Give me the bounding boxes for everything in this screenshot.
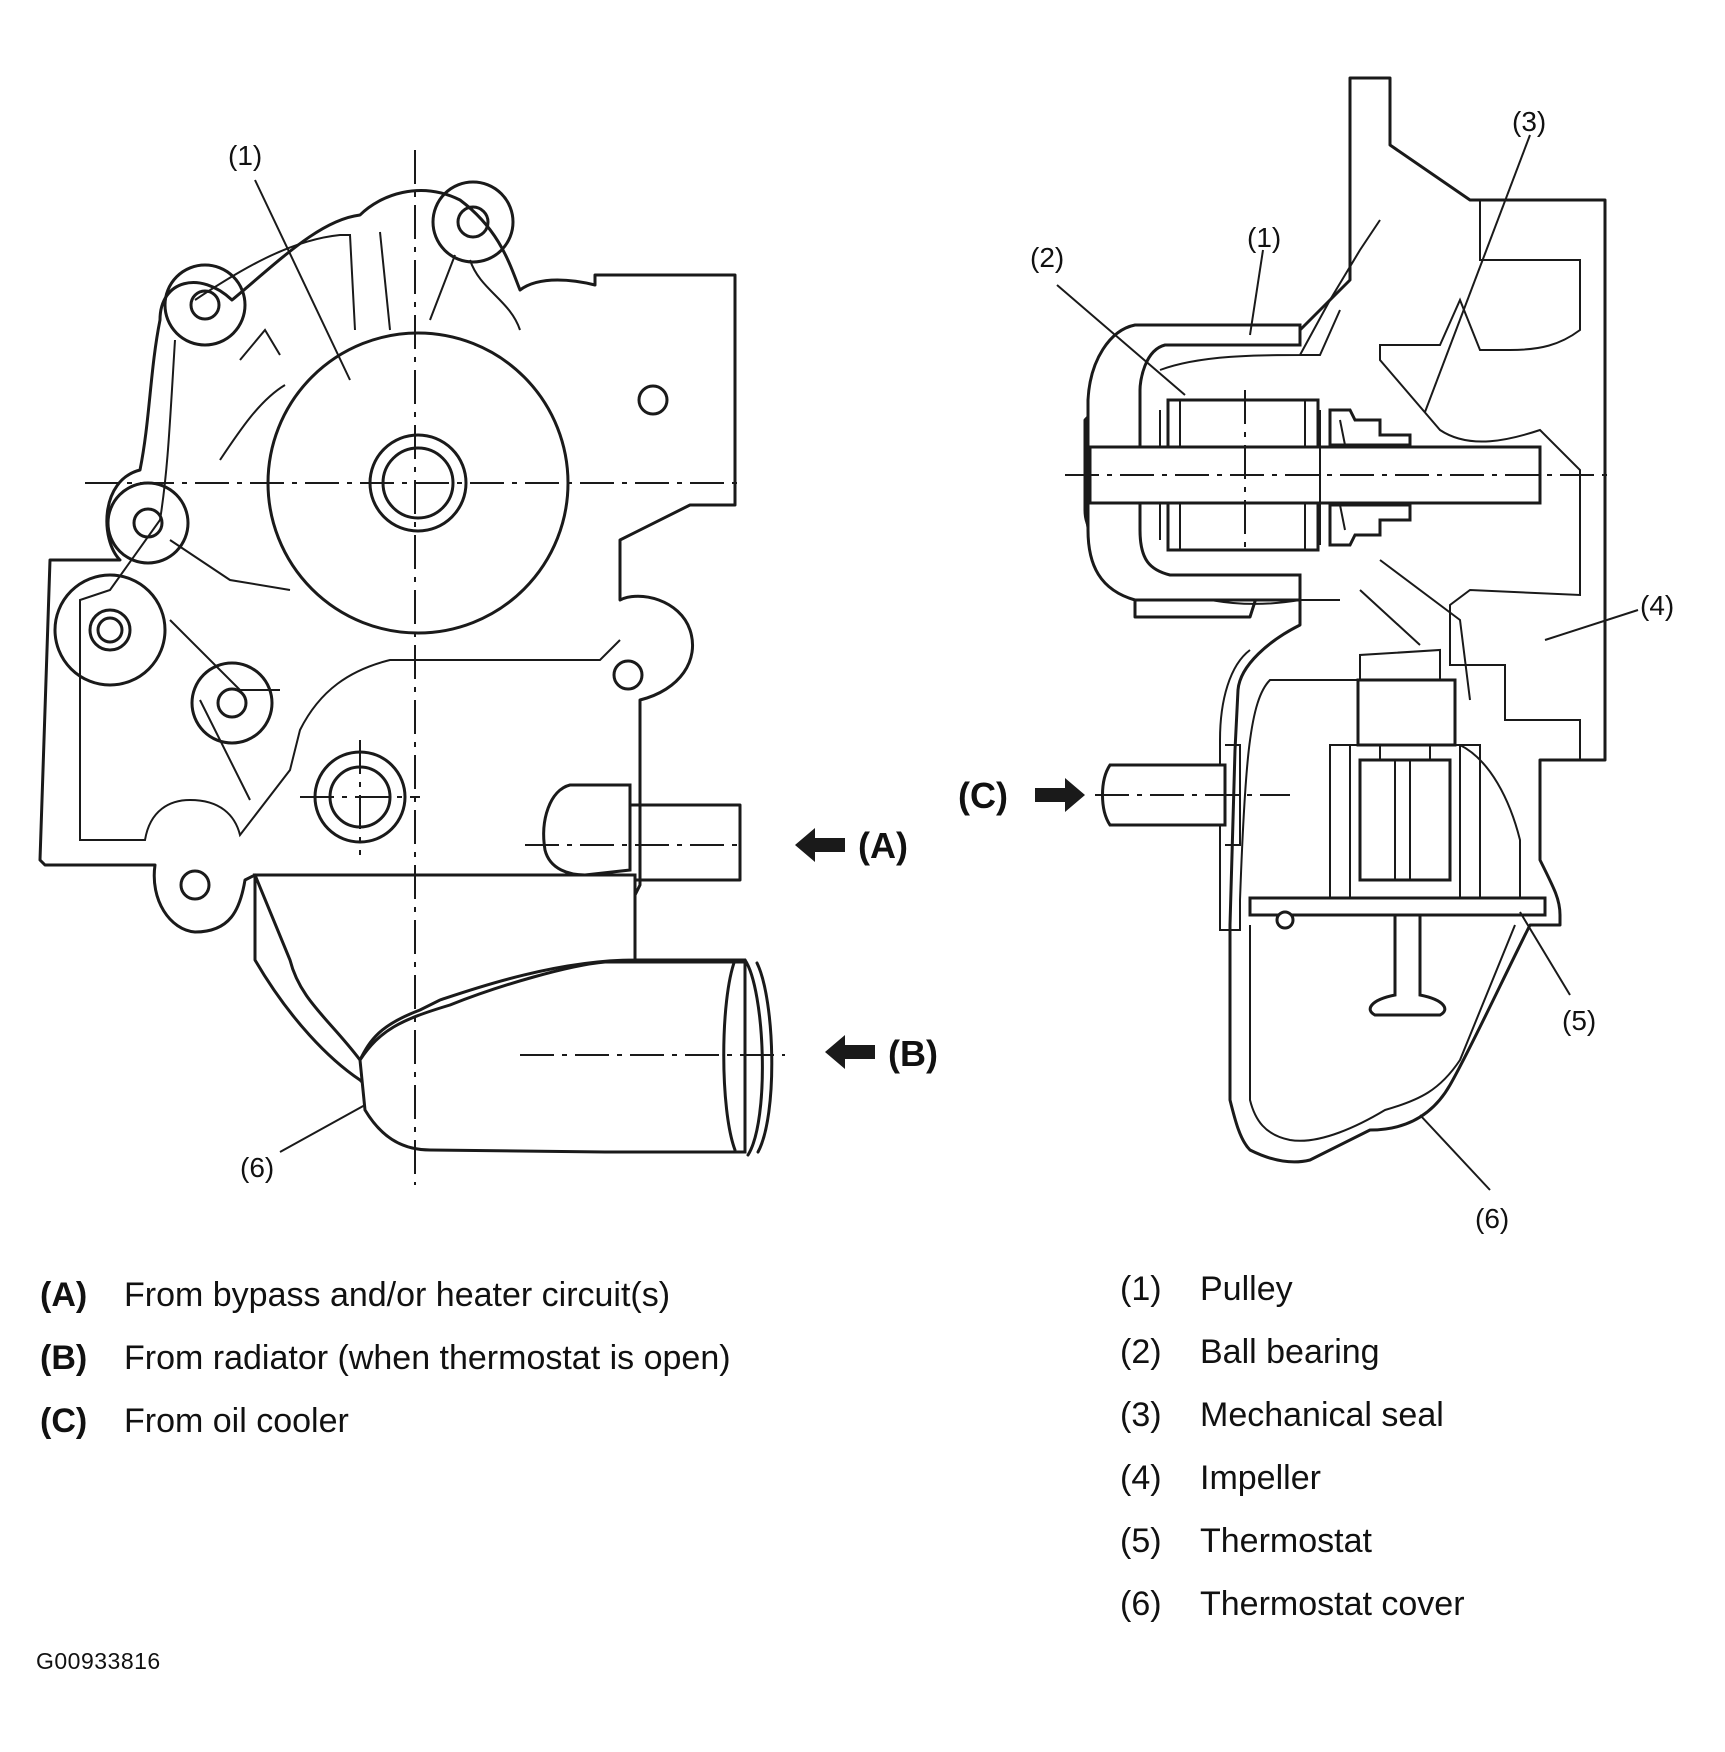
arrow-b <box>825 1035 875 1069</box>
section-callout-ball-bearing: (2) <box>1030 242 1064 273</box>
front-view: (1) (6) (A) (B) <box>38 140 938 1185</box>
front-inlet-ring-2 <box>743 958 764 1157</box>
section-thermostat-jiggle <box>1275 910 1295 930</box>
flow-label-b: (B) <box>888 1033 938 1074</box>
parts-legend-text: Thermostat cover <box>1200 1585 1465 1623</box>
parts-legend-text: Pulley <box>1200 1270 1293 1308</box>
front-inner-rib <box>79 339 621 841</box>
parts-legend-key: (3) <box>1120 1396 1162 1434</box>
parts-legend: (1) Pulley (2) Ball bearing (3) Mechanic… <box>1120 1258 1465 1636</box>
front-inlet-ring-3 <box>755 961 774 1154</box>
figure-id: G00933816 <box>36 1648 161 1674</box>
section-leader-thermostat-cover <box>1419 1114 1491 1191</box>
front-bolt-boss-4 <box>53 573 167 687</box>
section-leader-ball-bearing <box>1056 284 1186 396</box>
section-callout-thermostat: (5) <box>1562 1005 1596 1036</box>
section-callout-thermostat-cover: (6) <box>1475 1203 1509 1234</box>
flow-legend-text: From oil cooler <box>124 1402 349 1440</box>
section-callout-pulley: (1) <box>1247 222 1281 253</box>
section-coolant-channel <box>1219 648 1521 931</box>
flow-legend: (A) From bypass and/or heater circuit(s)… <box>40 1264 731 1453</box>
flow-legend-key: (B) <box>40 1339 88 1377</box>
parts-legend-row: (1) Pulley <box>1120 1258 1465 1321</box>
parts-legend-key: (2) <box>1120 1333 1162 1371</box>
section-leader-impeller <box>1544 609 1639 641</box>
section-thermostat-element <box>1358 758 1452 882</box>
section-mechanical-seal <box>1328 408 1412 547</box>
front-bolt-hole-6 <box>637 384 669 416</box>
flow-label-c: (C) <box>958 775 1008 816</box>
front-inner-rib-3 <box>169 328 291 801</box>
flow-legend-row: (B) From radiator (when thermostat is op… <box>40 1327 731 1390</box>
section-impeller-body <box>1379 200 1581 760</box>
section-seal-ring <box>1319 410 1346 545</box>
front-bolt-hole-5 <box>216 687 248 719</box>
front-bolt-boss-2 <box>431 180 515 264</box>
front-inlet-ring-1 <box>722 958 737 1152</box>
section-thermostat-plate <box>1248 896 1547 917</box>
front-bypass-tube <box>628 803 742 882</box>
front-bolt-hole-2 <box>456 205 490 239</box>
flow-legend-text: From bypass and/or heater circuit(s) <box>124 1276 671 1314</box>
front-bolt-hole-7 <box>612 659 644 691</box>
flow-legend-row: (C) From oil cooler <box>40 1390 731 1453</box>
front-radiator-inlet <box>358 960 747 1154</box>
front-bypass-pipe <box>542 783 632 877</box>
front-leader-thermostat-cover <box>279 1104 366 1153</box>
front-bolt-hole-3 <box>132 507 164 539</box>
section-housing-outline <box>1083 76 1607 1164</box>
parts-legend-text: Mechanical seal <box>1200 1396 1444 1434</box>
parts-legend-text: Thermostat <box>1200 1522 1372 1560</box>
front-callout-pulley: (1) <box>228 140 262 171</box>
parts-legend-row: (6) Thermostat cover <box>1120 1573 1465 1636</box>
front-bolt-boss-5 <box>190 661 274 745</box>
flow-legend-row: (A) From bypass and/or heater circuit(s) <box>40 1264 731 1327</box>
front-bolt-boss-3 <box>106 481 190 565</box>
section-thermostat-body <box>1356 678 1457 747</box>
front-thermostat-cover <box>252 873 637 1063</box>
parts-legend-key: (6) <box>1120 1585 1162 1623</box>
parts-legend-key: (4) <box>1120 1459 1162 1497</box>
section-oil-cooler-boss <box>1225 744 1241 846</box>
arrow-a <box>795 828 845 862</box>
flow-legend-text: From radiator (when thermostat is open) <box>124 1339 731 1377</box>
front-bolt-boss-1 <box>163 263 247 347</box>
parts-legend-text: Impeller <box>1200 1459 1321 1497</box>
front-callout-thermostat-cover: (6) <box>240 1152 274 1183</box>
front-bolt-hole-8 <box>179 869 211 901</box>
section-thermostat-rod <box>1394 760 1411 880</box>
flow-legend-key: (A) <box>40 1276 88 1314</box>
front-bolt-hole-4 <box>88 608 132 652</box>
section-leader-thermostat <box>1519 911 1571 996</box>
flow-legend-key: (C) <box>40 1402 88 1440</box>
front-bolt-hole-1 <box>189 289 221 321</box>
parts-legend-row: (2) Ball bearing <box>1120 1321 1465 1384</box>
front-bolt-hole-4-inner <box>96 616 124 644</box>
front-leader-pulley <box>254 179 351 381</box>
section-leader-pulley <box>1249 249 1264 336</box>
parts-legend-row: (4) Impeller <box>1120 1447 1465 1510</box>
flow-label-a: (A) <box>858 825 908 866</box>
parts-legend-row: (3) Mechanical seal <box>1120 1384 1465 1447</box>
section-view: (2) (1) (3) (4) (5) (6) (C) <box>958 76 1674 1234</box>
section-thermostat-cover <box>1249 924 1516 1142</box>
parts-legend-text: Ball bearing <box>1200 1333 1380 1371</box>
parts-legend-key: (5) <box>1120 1522 1162 1560</box>
section-callout-impeller: (4) <box>1640 590 1674 621</box>
parts-legend-key: (1) <box>1120 1270 1162 1308</box>
section-leader-mechanical-seal <box>1424 134 1531 413</box>
arrow-c <box>1035 778 1085 812</box>
parts-legend-row: (5) Thermostat <box>1120 1510 1465 1573</box>
section-impeller-vane <box>1359 559 1471 701</box>
front-inner-rib-2 <box>194 231 521 331</box>
section-callout-mechanical-seal: (3) <box>1512 106 1546 137</box>
section-thermostat-valve <box>1368 913 1447 1017</box>
